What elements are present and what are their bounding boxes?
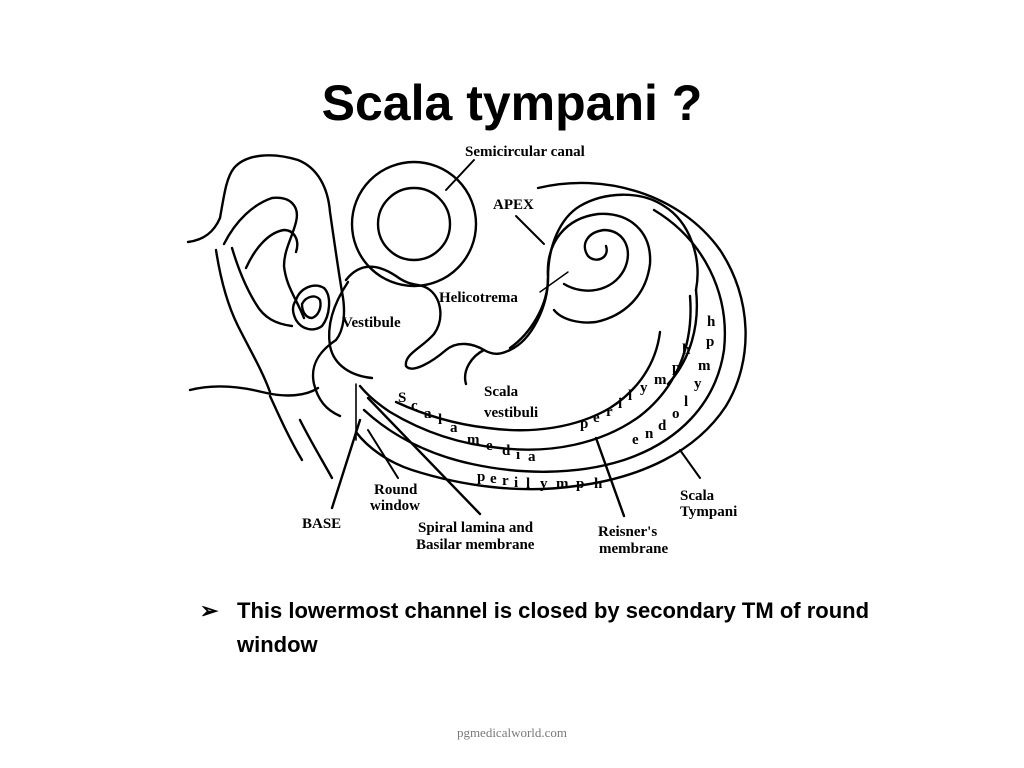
outer-ear-outline [186, 154, 346, 418]
label-semicircular-canal: Semicircular canal [465, 144, 585, 160]
scala-media-letter: c [411, 398, 418, 414]
scala-media-letter: e [486, 438, 493, 454]
stapes-inner [300, 295, 322, 320]
bullet-text: This lowermost channel is closed by seco… [237, 598, 870, 657]
scala-media-letter: d [502, 443, 511, 459]
endolymph-letter: h [707, 314, 716, 330]
label-scala-tympani-1: Scala [680, 488, 715, 504]
cochlea-outer-wall [354, 181, 747, 491]
auricle-inner-fold-2 [244, 228, 299, 270]
label-scala-vestibuli-2: vestibuli [484, 405, 538, 421]
pointer-helicotrema [539, 271, 569, 293]
endolymph-letter: d [658, 418, 667, 434]
perilymph-lower-letter: e [490, 471, 497, 487]
endolymph-letter: n [645, 426, 654, 442]
auricle-inner-fold [222, 196, 306, 320]
scala-vestibuli-arch [508, 276, 550, 350]
perilymph-upper-letter: y [640, 380, 648, 396]
scala-media-letter: a [450, 420, 458, 436]
cochlea-apex-inner [562, 228, 630, 292]
label-round-window-2: window [370, 498, 420, 514]
endolymph-letter: m [698, 358, 711, 374]
label-helicotrema: Helicotrema [439, 290, 518, 306]
perilymph-upper-letter: l [628, 388, 632, 404]
perilymph-lower-letter: p [477, 469, 485, 485]
scala-media-letter: l [438, 412, 442, 428]
scala-media-letter: a [424, 406, 432, 422]
pointer-apex [515, 215, 545, 245]
external-canal-upper [230, 246, 294, 328]
endolymph-letter: y [694, 376, 702, 392]
pointer-semicircular-canal [445, 159, 475, 191]
label-round-window-1: Round [374, 482, 418, 498]
label-base: BASE [302, 516, 341, 532]
scala-vestibuli-lower-bump [463, 348, 486, 386]
perilymph-lower-letter: m [556, 476, 569, 492]
endolymph-letter: e [632, 432, 639, 448]
arrow-bullet-icon: ➢ [200, 598, 219, 623]
canal-floor [188, 385, 320, 397]
semicircular-canal-outer [350, 160, 478, 288]
label-apex: APEX [493, 197, 534, 213]
perilymph-upper-letter: m [654, 372, 667, 388]
cochlea-scala-tympani-inner-wall [362, 208, 726, 473]
bullet-point: ➢ This lowermost channel is closed by se… [200, 594, 900, 662]
perilymph-upper-letter: e [593, 410, 600, 426]
semicircular-canal-inner [376, 186, 452, 262]
label-scala-vestibuli-1: Scala [484, 384, 519, 400]
scala-media-letter: m [467, 432, 480, 448]
footer-watermark: pgmedicalworld.com [456, 725, 568, 740]
label-scala-tympani-2: Tympani [680, 504, 737, 520]
cochlea-apex-outer [546, 212, 652, 324]
endolymph-letter: o [672, 406, 680, 422]
scala-media-letter: i [516, 447, 520, 463]
label-spiral-lamina-1: Spiral lamina and [418, 520, 534, 536]
scala-media-wall [394, 330, 662, 432]
perilymph-lower-letter: y [540, 476, 548, 492]
perilymph-lower-letter: l [526, 476, 530, 492]
label-spiral-lamina-2: Basilar membrane [416, 537, 535, 553]
label-vestibule: Vestibule [342, 315, 401, 331]
endolymph-letter: p [706, 334, 714, 350]
perilymph-lower-letter: r [502, 473, 509, 489]
label-reisners-2: membrane [599, 541, 668, 557]
scala-media-letter: a [528, 449, 536, 465]
base-left-line [268, 394, 304, 462]
pointer-scala-tympani [679, 449, 701, 479]
cochlea-right-bulge [666, 288, 699, 386]
lower-neck-line [298, 418, 334, 480]
label-reisners-1: Reisner's [598, 524, 657, 540]
pointer-reisners-membrane [594, 436, 626, 518]
perilymph-upper-letter: i [618, 396, 622, 412]
perilymph-upper-letter: r [606, 404, 613, 420]
pointer-spiral-lamina [366, 396, 482, 516]
pointer-round-window [367, 429, 399, 479]
perilymph-lower-letter: h [594, 476, 603, 492]
scala-media-letter: S [398, 390, 406, 406]
external-canal-lower [214, 248, 272, 394]
stapes-ring [291, 284, 331, 331]
perilymph-upper-letter: h [682, 342, 691, 358]
cochlea-middle-wall [358, 294, 692, 451]
slide-title: Scala tympani ? [321, 75, 703, 131]
perilymph-upper-letter: p [580, 416, 588, 432]
scala-vestibuli-upper [327, 280, 374, 380]
perilymph-upper-letter: p [672, 360, 680, 376]
perilymph-lower-letter: i [514, 475, 518, 491]
endolymph-letter: l [684, 394, 688, 410]
perilymph-lower-letter: p [576, 476, 584, 492]
